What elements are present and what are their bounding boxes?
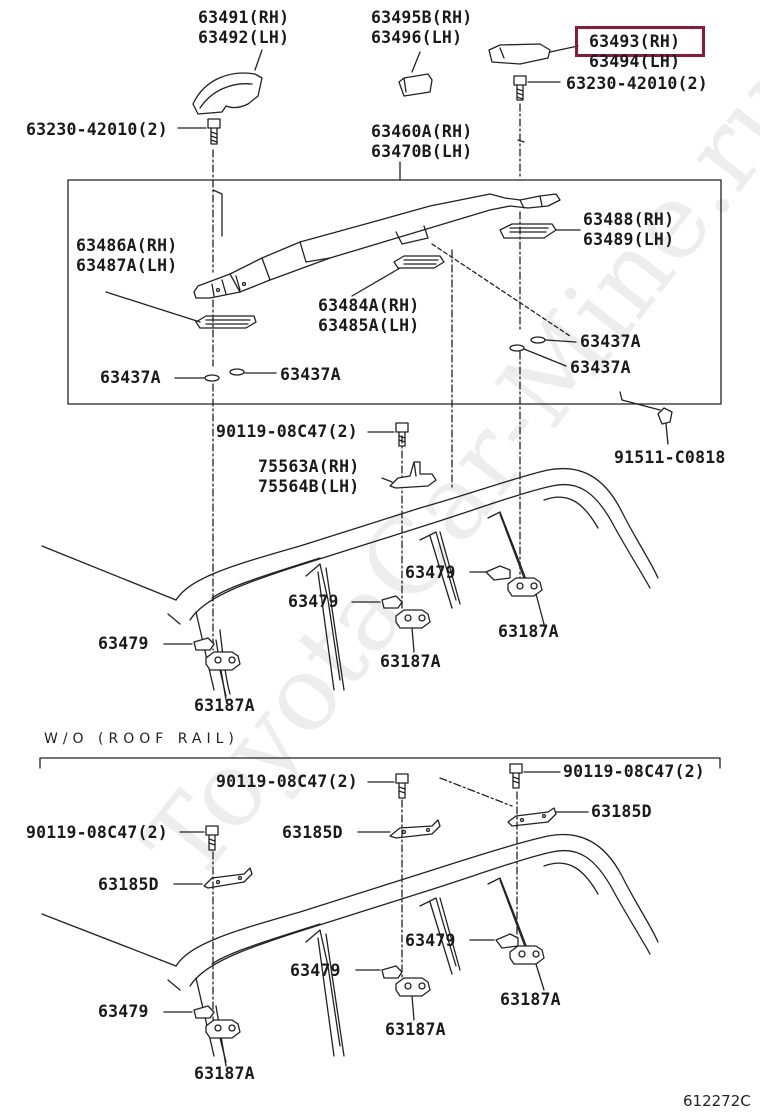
label-63494[interactable]: 63494(LH) [589, 52, 681, 71]
clip-63479-f [193, 1005, 215, 1019]
nut-63187-d [509, 945, 545, 965]
bolt-90119-right [509, 763, 523, 789]
nut-63187-c [205, 651, 241, 671]
nut-63187-b [395, 609, 431, 629]
roof-body-lower [41, 833, 659, 1067]
label-63479-c[interactable]: 63479 [98, 634, 149, 653]
label-63460[interactable]: 63460A(RH) 63470B(LH) [371, 122, 473, 161]
label-63230-left[interactable]: 63230-42010(2) [26, 120, 168, 139]
label-63479-b[interactable]: 63479 [288, 592, 339, 611]
bracket-63185-left [203, 867, 253, 889]
label-63187-b[interactable]: 63187A [380, 652, 441, 671]
label-63488[interactable]: 63488(RH) 63489(LH) [583, 210, 675, 249]
bracket-63185-mid [389, 819, 441, 839]
label-63187-d[interactable]: 63187A [500, 990, 561, 1009]
label-63437-r2[interactable]: 63437A [570, 358, 631, 377]
section-bracket [39, 757, 721, 769]
bolt-90119-left [205, 825, 219, 851]
front-end-cover [192, 72, 263, 115]
label-63437-l1[interactable]: 63437A [100, 368, 161, 387]
label-63486[interactable]: 63486A(RH) 63487A(LH) [76, 236, 178, 275]
label-63187-e[interactable]: 63187A [385, 1020, 446, 1039]
label-63484[interactable]: 63484A(RH) 63485A(LH) [318, 296, 420, 335]
label-63479-d[interactable]: 63479 [405, 931, 456, 950]
label-90119-mid[interactable]: 90119-08C47(2) [216, 772, 358, 791]
clip-63479-c [193, 637, 215, 651]
washer [204, 374, 220, 382]
label-91511[interactable]: 91511-C0818 [614, 448, 726, 467]
washer [229, 368, 245, 376]
label-63185-mid[interactable]: 63185D [282, 823, 343, 842]
clip-63479-e [381, 965, 403, 979]
bracket-75563 [389, 461, 437, 489]
label-90119-left[interactable]: 90119-08C47(2) [26, 823, 168, 842]
label-63495[interactable]: 63495B(RH) 63496(LH) [371, 8, 473, 47]
washer [509, 344, 525, 352]
rail-pad-front [195, 315, 257, 329]
label-63187-f[interactable]: 63187A [194, 1064, 255, 1083]
screw-63230-left [207, 118, 221, 145]
label-63437-r1[interactable]: 63437A [580, 332, 641, 351]
nut-63187-a [507, 577, 543, 597]
section-title: W/O (ROOF RAIL) [44, 731, 239, 747]
roof-rail [193, 193, 561, 299]
nut-63187-f [205, 1019, 241, 1039]
rail-pad-rear [499, 223, 557, 239]
roof-body-upper [41, 467, 659, 701]
bracket-63185-right [507, 807, 557, 827]
label-90119-top[interactable]: 90119-08C47(2) [216, 422, 358, 441]
label-63437-l2[interactable]: 63437A [280, 365, 341, 384]
screw-63230-right [513, 75, 527, 101]
label-75563[interactable]: 75563A(RH) 75564B(LH) [258, 457, 360, 496]
bolt-90119-mid [395, 773, 409, 799]
label-63230-right[interactable]: 63230-42010(2) [566, 74, 708, 93]
rear-end-cover [488, 43, 551, 65]
label-63493[interactable]: 63493(RH) [589, 32, 681, 51]
diagram-id: 612272C [683, 1092, 751, 1110]
clip-63479-d [495, 933, 519, 949]
label-63187-a[interactable]: 63187A [498, 622, 559, 641]
highlight-63493 [575, 26, 705, 57]
clip-63479-a [485, 565, 511, 581]
cover-clip-small [398, 73, 433, 97]
label-63185-right[interactable]: 63185D [591, 802, 652, 821]
clip-63479-b [381, 595, 403, 609]
nut-63187-e [395, 977, 431, 997]
label-63479-f[interactable]: 63479 [98, 1002, 149, 1021]
label-63185-left[interactable]: 63185D [98, 875, 159, 894]
label-63479-a[interactable]: 63479 [405, 563, 456, 582]
rail-pad-mid [393, 255, 445, 269]
label-63491[interactable]: 63491(RH) 63492(LH) [198, 8, 290, 47]
label-90119-right[interactable]: 90119-08C47(2) [563, 762, 705, 781]
bolt-91511 [619, 391, 673, 445]
bolt-90119-top [395, 422, 409, 447]
label-63187-c[interactable]: 63187A [194, 696, 255, 715]
label-63479-e[interactable]: 63479 [290, 961, 341, 980]
washer [530, 336, 546, 344]
roof-rail-box [67, 179, 722, 405]
